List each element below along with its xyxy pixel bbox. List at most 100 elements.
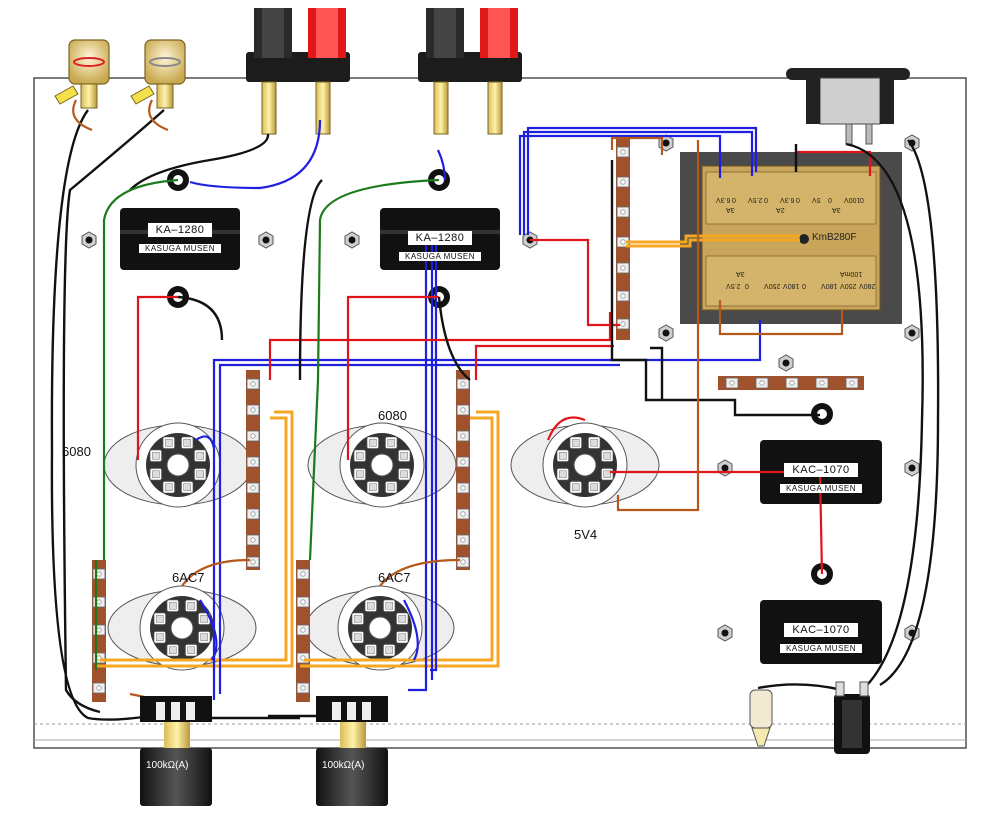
output-transformer-right-label: KA–1280 KASUGA MUSEN (390, 228, 490, 264)
tap-label: 0 (802, 282, 806, 289)
tap-amp-label: 3A (736, 270, 745, 277)
socket-pin (569, 436, 583, 450)
socket-pin (366, 436, 380, 450)
terminal-lug (456, 556, 470, 568)
tap-label: 250V (840, 282, 857, 289)
terminal-lug (246, 378, 260, 390)
socket-pin (184, 599, 198, 613)
socket-6080-right (307, 422, 457, 508)
choke-lower-label: KAC–1070 KASUGA MUSEN (771, 620, 871, 656)
terminal-lug (246, 482, 260, 494)
tap-label: 0 (860, 196, 864, 203)
tap-label: 5V (812, 196, 821, 203)
socket-pin (600, 467, 614, 481)
terminal-lug (296, 596, 310, 608)
socket-6ac7-right (305, 585, 455, 671)
terminal-lug (246, 556, 260, 568)
terminal-lug (246, 508, 260, 520)
tap-label: 0 (796, 196, 800, 203)
tap-label: 0 (745, 282, 749, 289)
tube-label-6ac7-left: 6AC7 (172, 570, 205, 585)
terminal-lug (246, 534, 260, 546)
socket-pin (162, 436, 176, 450)
volume-pot-left (140, 696, 212, 806)
socket-pin (193, 449, 207, 463)
tap-label: 180V (783, 282, 800, 289)
tap-label: 180V (821, 282, 838, 289)
socket-pin (382, 599, 396, 613)
power-transformer (680, 152, 902, 324)
terminal-lug (296, 682, 310, 694)
tube-label-5v4: 5V4 (574, 527, 598, 542)
tap-amp-label: 3A (832, 206, 841, 213)
tap-label: 0 (764, 196, 768, 203)
tap-label: 280V (859, 282, 876, 289)
tube-label-6ac7-right: 6AC7 (378, 570, 411, 585)
socket-pin (153, 630, 167, 644)
tap-amp-label: 3A (726, 206, 735, 213)
black-wiring (50, 109, 940, 721)
tap-label: 250V (764, 282, 781, 289)
output-transformer-right-model: KA–1280 (407, 231, 473, 245)
socket-pin (569, 480, 583, 494)
terminal-lug (616, 206, 630, 218)
socket-pin (366, 480, 380, 494)
rca-input-jacks (54, 39, 186, 109)
terminal-lug (616, 176, 630, 188)
socket-pin (556, 467, 570, 481)
socket-pin (353, 467, 367, 481)
terminal-lug (456, 534, 470, 546)
heater-wiring (96, 234, 800, 668)
output-transformer-left-label: KA–1280 KASUGA MUSEN (130, 220, 230, 256)
terminal-lug (456, 430, 470, 442)
socket-pin (364, 599, 378, 613)
terminal-lug (246, 404, 260, 416)
power-transformer-model: KmB280F (812, 232, 857, 243)
output-transformer-left-model: KA–1280 (147, 223, 213, 237)
choke-upper-label: KAC–1070 KASUGA MUSEN (771, 460, 871, 496)
power-switch (834, 681, 870, 754)
tap-amp-label: 100mA (840, 270, 863, 277)
socket-pin (600, 449, 614, 463)
terminal-lug (616, 146, 630, 158)
volume-pot-left-label: 100kΩ(A) (146, 760, 189, 771)
tap-label: 100V (844, 196, 861, 203)
socket-pin (166, 599, 180, 613)
socket-5v4 (510, 422, 660, 508)
terminal-lug (755, 377, 769, 389)
socket-pin (351, 630, 365, 644)
speaker-terminals-right (418, 8, 522, 135)
terminal-lug (456, 404, 470, 416)
choke-lower-maker: KASUGA MUSEN (779, 644, 862, 653)
tap-label: 6.3V (716, 196, 731, 203)
socket-pin (153, 612, 167, 626)
socket-pin (193, 467, 207, 481)
volume-pot-right (316, 696, 388, 806)
socket-pin (364, 643, 378, 657)
terminal-lug (92, 596, 106, 608)
terminal-lug (845, 377, 859, 389)
blue-wiring (189, 119, 762, 700)
socket-pin (556, 449, 570, 463)
terminal-lug (296, 568, 310, 580)
terminal-lug (92, 568, 106, 580)
terminal-lug (785, 377, 799, 389)
socket-pin (587, 480, 601, 494)
socket-pin (162, 480, 176, 494)
socket-pin (149, 449, 163, 463)
tube-label-6080-right: 6080 (378, 408, 407, 423)
ac-inlet (786, 68, 910, 145)
socket-pin (149, 467, 163, 481)
tap-label: 2.5V (748, 196, 763, 203)
socket-pin (382, 643, 396, 657)
terminal-lug (616, 262, 630, 274)
terminal-lug (296, 624, 310, 636)
socket-pin (395, 630, 409, 644)
terminal-lug (456, 482, 470, 494)
socket-pin (384, 436, 398, 450)
terminal-lug (456, 508, 470, 520)
socket-pin (351, 612, 365, 626)
output-transformer-right-maker: KASUGA MUSEN (398, 252, 481, 261)
tube-label-6080-left: 6080 (62, 444, 91, 459)
